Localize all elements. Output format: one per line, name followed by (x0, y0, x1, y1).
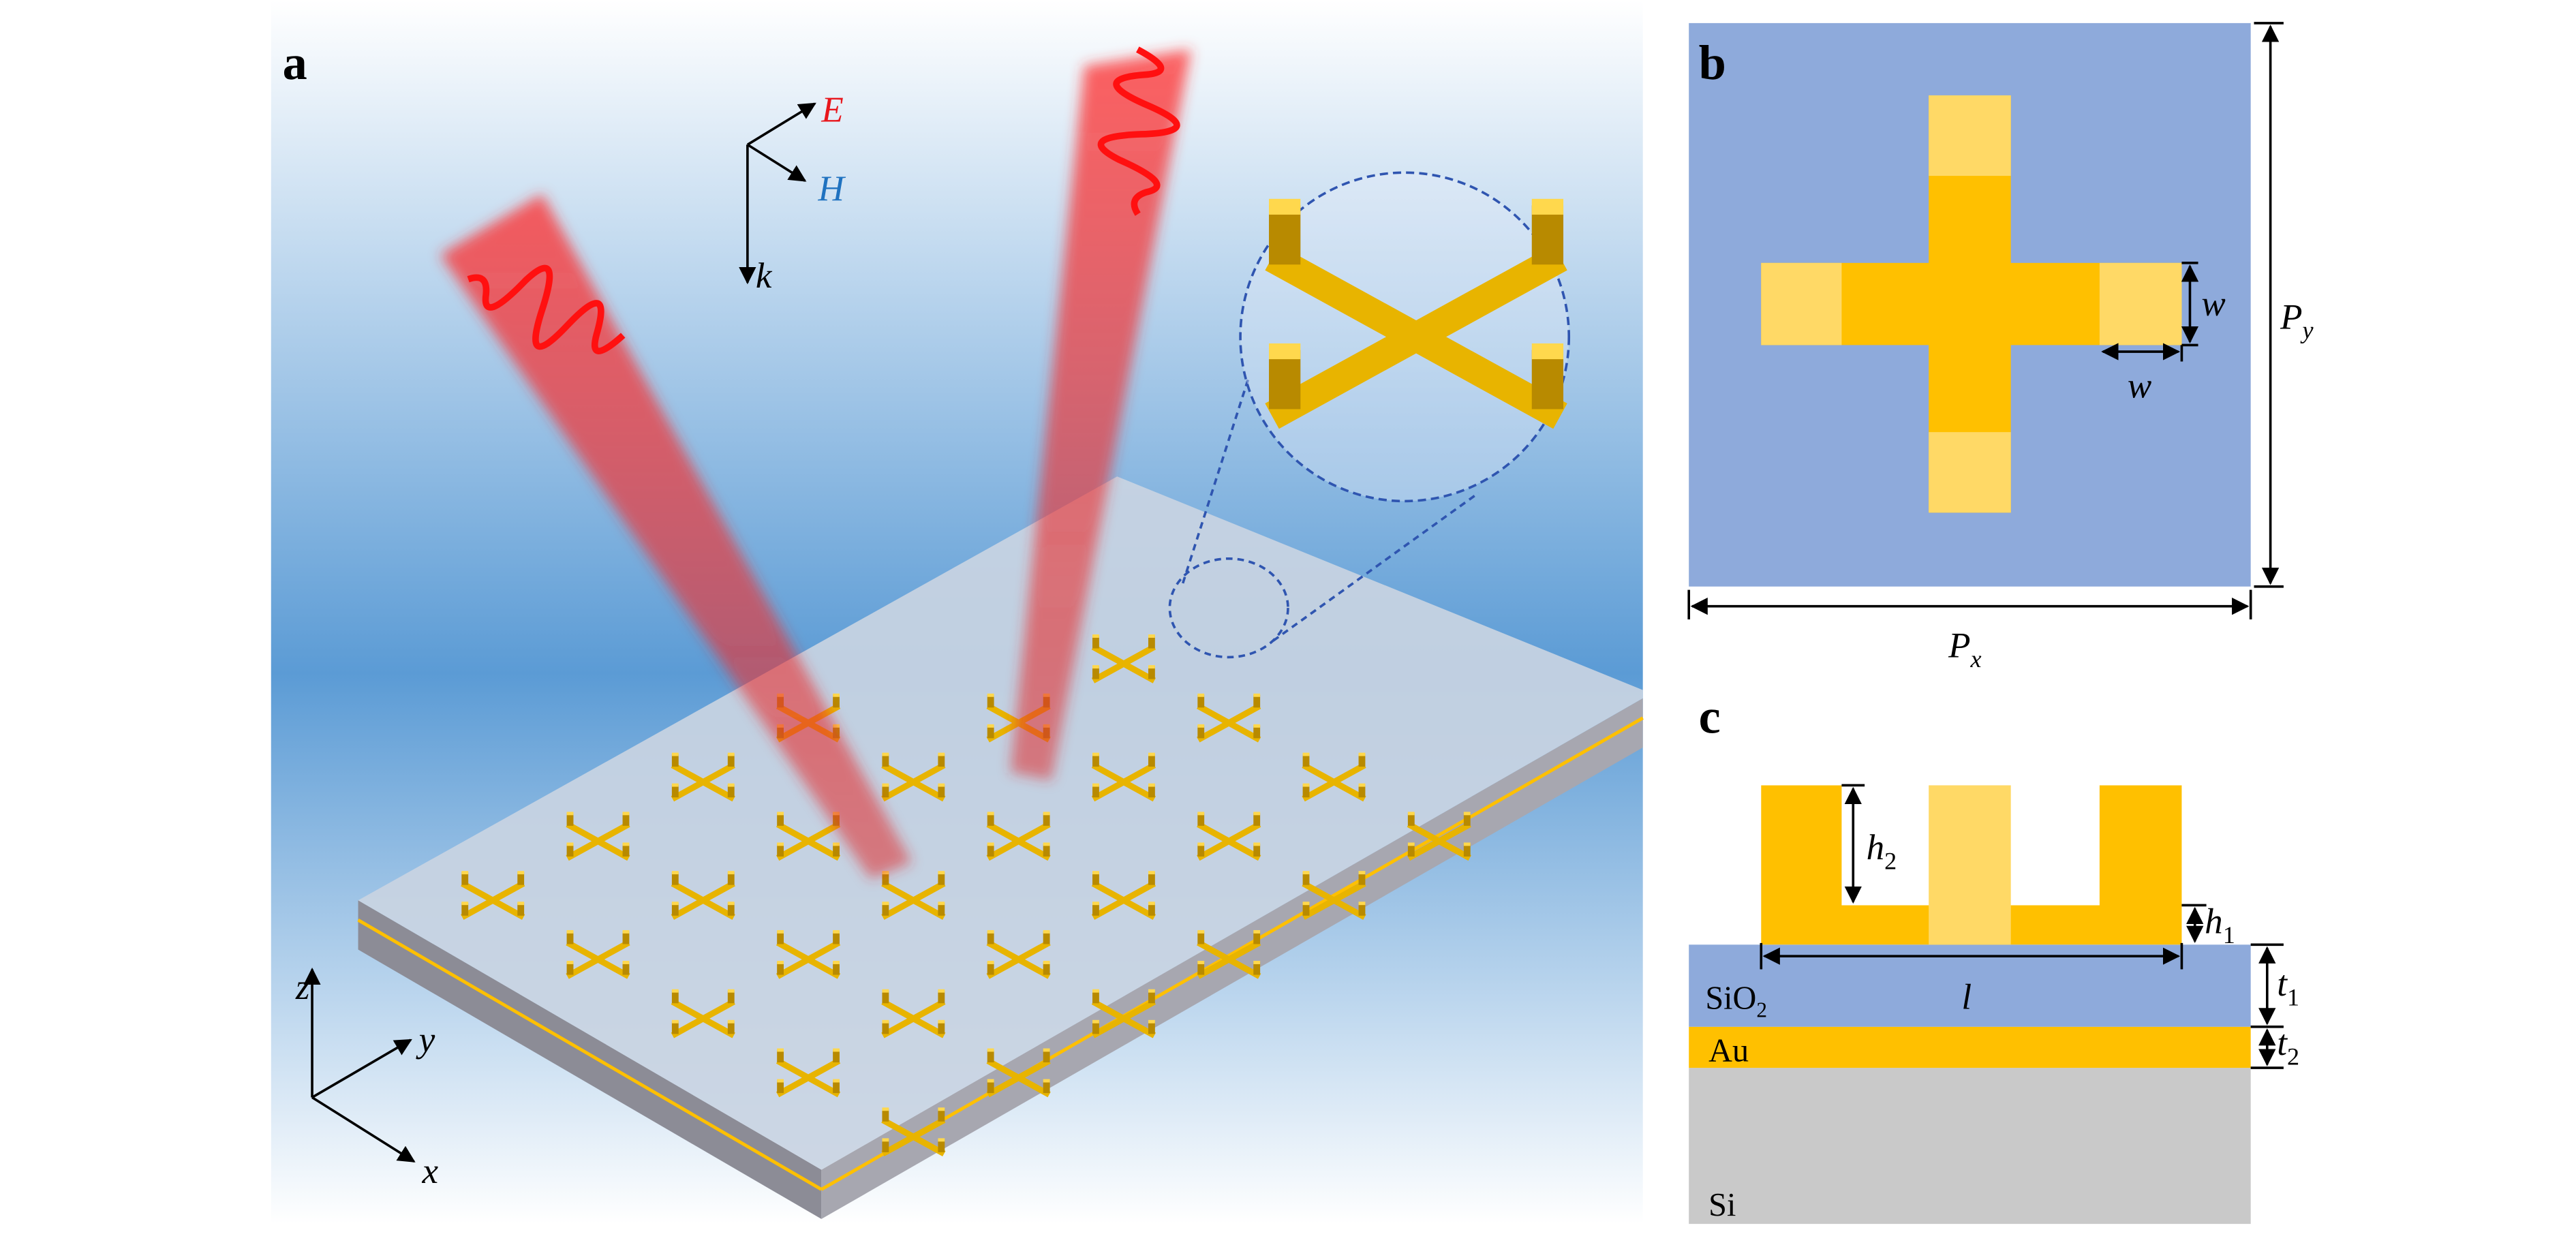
metasurface-element (881, 1107, 946, 1157)
metasurface-element (671, 871, 735, 920)
dimension-lines-c (1760, 784, 2284, 1069)
post-right (2099, 262, 2182, 345)
field-axes (739, 102, 816, 285)
Py-label: Py (2280, 297, 2314, 343)
reflected-wave-packet (1097, 46, 1180, 216)
zoom-line (1181, 378, 1250, 584)
post-top (1929, 95, 2011, 176)
metasurface-element (1091, 634, 1156, 683)
x-axis-label: x (422, 1152, 439, 1191)
metasurface-element (1197, 812, 1261, 861)
metasurface-element (986, 929, 1051, 979)
metasurface-element (1091, 989, 1156, 1038)
gold-layer-edge-right (821, 716, 1644, 1191)
metasurface-element (776, 929, 841, 979)
xyz-axes (303, 967, 416, 1163)
h2-label: h2 (1867, 828, 1897, 874)
si-layer (1689, 1068, 2251, 1225)
metasurface-element (881, 752, 946, 802)
w-horizontal-label: w (2128, 367, 2151, 406)
metasurface-element (986, 1048, 1051, 1098)
sio2-label: SiO2 (1705, 980, 1767, 1021)
au-layer (1689, 1026, 2251, 1068)
post-left (1761, 262, 1842, 345)
substrate-side-left (358, 900, 822, 1219)
l-label: l (1961, 977, 1972, 1017)
w-vertical-label: w (2201, 284, 2225, 324)
k-label: k (756, 256, 773, 296)
incident-wave-packet (467, 264, 626, 354)
metasurface-element (566, 929, 630, 979)
panel-a: a E H k z y x (271, 0, 1644, 1225)
dimension-lines-b (1687, 22, 2284, 619)
H-label: H (818, 169, 846, 209)
au-label: Au (1708, 1032, 1749, 1068)
metasurface-element (1091, 752, 1156, 802)
metasurface-element (1197, 929, 1261, 979)
y-axis-label: y (416, 1020, 435, 1060)
zoom-line (1272, 491, 1479, 642)
panel-c-label: c (1699, 689, 1721, 743)
metasurface-element (671, 989, 735, 1038)
metasurface-element (881, 871, 946, 920)
metasurface-element (881, 989, 946, 1038)
si-label: Si (1708, 1187, 1736, 1223)
z-axis-label: z (295, 968, 310, 1007)
metasurface-element (1302, 871, 1366, 920)
metasurface-element (986, 812, 1051, 861)
metasurface-element (1197, 693, 1261, 743)
panel-b-label: b (1699, 35, 1726, 90)
unit-cell-3d (1265, 198, 1567, 429)
panel-c: c h2 h1 l t1 t2 SiO2 Au Si (1689, 689, 2299, 1225)
metasurface-element (461, 871, 525, 920)
post-bottom (1929, 432, 2011, 513)
t2-label: t2 (2277, 1023, 2299, 1070)
metasurface-element (1091, 871, 1156, 920)
panel-b: b Py Px w w (1687, 22, 2314, 673)
zoom-small-circle (1168, 557, 1289, 659)
incident-beam (440, 194, 912, 879)
unit-cell-3d-element (1265, 198, 1567, 429)
center-post-section (1929, 785, 2011, 945)
metasurface-element (1302, 752, 1366, 802)
gold-layer-edge (357, 919, 823, 1191)
metasurface-element (566, 812, 630, 861)
metasurface-element (776, 1048, 841, 1098)
t1-label: t1 (2277, 964, 2299, 1011)
substrate-top (358, 476, 1643, 1170)
Px-label: Px (1948, 626, 1981, 672)
reflected-beam (1010, 49, 1191, 781)
h1-label: h1 (2205, 902, 2235, 948)
metasurface-element (1407, 812, 1471, 861)
metasurface-element (671, 752, 735, 802)
panel-a-label: a (283, 35, 307, 90)
E-label: E (821, 91, 843, 130)
